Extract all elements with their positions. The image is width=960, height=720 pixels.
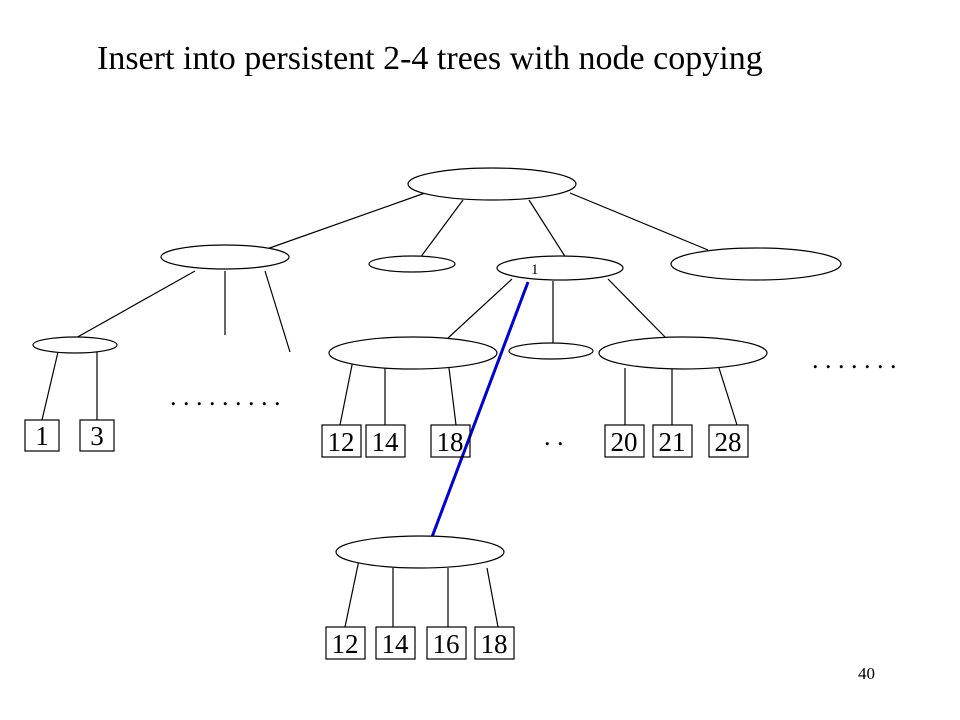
leaf-key: 20 — [611, 427, 638, 457]
edge-leaf-28 — [718, 367, 738, 426]
leaf-key: 18 — [481, 629, 508, 659]
slide-number: 40 — [858, 664, 875, 683]
new-copied-node — [335, 535, 505, 569]
leaf-keys: 1 3 12 14 18 20 21 28 12 14 16 18 — [35, 421, 741, 659]
leaf-key: 12 — [328, 427, 355, 457]
copy-pointer — [430, 281, 530, 538]
left-internal-node — [160, 244, 290, 270]
right-internal-node — [670, 247, 842, 281]
leaf-key: 14 — [382, 629, 410, 659]
leaf-key: 21 — [659, 427, 686, 457]
tree-nodes — [32, 167, 842, 569]
leaf-key: 12 — [332, 629, 359, 659]
slide-title: Insert into persistent 2-4 trees with no… — [97, 40, 763, 77]
edge-leaf-18 — [448, 367, 457, 426]
edge-root-copied — [528, 199, 567, 259]
leaf-box — [474, 626, 515, 660]
copied-node-label: 1 — [531, 262, 539, 278]
leaf-box — [430, 424, 471, 458]
edge-root-left — [263, 192, 426, 251]
leaf-box — [604, 424, 645, 458]
leaf-box — [426, 626, 467, 660]
ellipsis-middle: . . — [544, 422, 564, 451]
leaf-key: 3 — [90, 421, 104, 451]
edge-root-mid — [419, 199, 464, 259]
leaf-box — [365, 424, 406, 458]
leaf-box — [325, 626, 366, 660]
leaf-key: 18 — [437, 427, 464, 457]
edge-copied-child1 — [447, 278, 513, 339]
copied-node — [496, 255, 624, 281]
middle-child-node — [328, 336, 498, 370]
leaf-key: 14 — [372, 427, 400, 457]
leaf-box — [79, 419, 115, 452]
leaf-box — [321, 424, 362, 458]
leaf-key: 28 — [715, 427, 742, 457]
leaf-box — [24, 419, 60, 452]
leaf-key: 16 — [433, 629, 460, 659]
leaf-box — [708, 424, 749, 458]
edge-leaf-12 — [339, 359, 354, 426]
leaf-box — [375, 626, 416, 660]
root-node — [407, 167, 577, 201]
edge-left-child1 — [73, 270, 196, 340]
edge-left-child3 — [264, 270, 291, 353]
leaf-key: 1 — [35, 421, 49, 451]
tree-edges — [41, 192, 738, 628]
edge-root-right — [569, 192, 709, 251]
leftmost-node — [32, 336, 118, 354]
ellipsis-right: . . . . . . . — [812, 345, 897, 374]
edge-copied-child3 — [607, 278, 667, 339]
mid-internal-node — [368, 255, 456, 273]
leaf-box — [652, 424, 693, 458]
right-child-node — [598, 336, 768, 370]
small-child-node — [508, 342, 594, 360]
leaf-boxes — [24, 419, 749, 660]
ellipsis-left: . . . . . . . . . — [170, 382, 281, 411]
edge-new-leaf-18 — [486, 567, 499, 628]
edge-leaf-1 — [41, 351, 59, 421]
edge-new-leaf-12 — [344, 559, 360, 628]
